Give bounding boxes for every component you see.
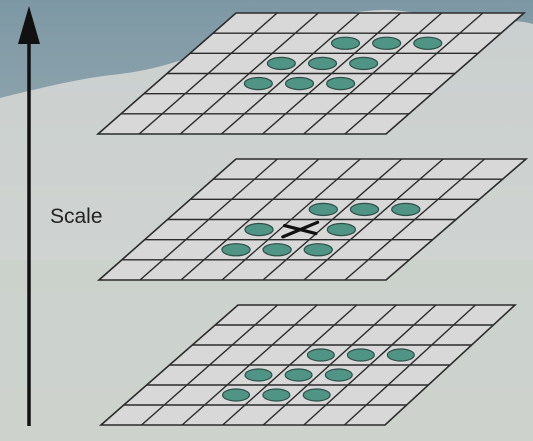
keypoint-marker [372, 36, 402, 50]
keypoint-marker [326, 222, 357, 237]
grid-column-line [262, 304, 397, 426]
grid-column-line [220, 12, 360, 135]
keypoint-marker [221, 388, 251, 402]
keypoint-marker [391, 202, 421, 217]
scale-layers [95, 12, 529, 426]
keypoint-marker [307, 56, 338, 71]
keypoint-marker [306, 348, 335, 362]
grid-column-line [179, 12, 319, 135]
layer-top [95, 12, 527, 135]
keypoint-marker [284, 368, 313, 382]
grid-column-line [141, 304, 279, 426]
keypoint-marker [349, 202, 380, 217]
layer-middle [96, 158, 529, 281]
keypoint-marker [346, 348, 375, 362]
keypoint-marker [324, 368, 353, 382]
grid-column-line [344, 158, 486, 281]
grid-column-line [303, 304, 437, 426]
scale-arrow-head [18, 6, 40, 44]
grid-column-line [138, 12, 278, 135]
grid-column-line [262, 158, 403, 281]
grid-column-line [262, 12, 402, 135]
cross-stroke [282, 223, 318, 236]
keypoint-marker [244, 368, 273, 382]
keypoint-marker [243, 76, 273, 91]
keypoint-marker [330, 36, 361, 50]
keypoint-marker [284, 76, 315, 91]
keypoint-marker [262, 243, 292, 257]
grid-column-line [139, 158, 278, 281]
keypoint-marker [386, 348, 415, 362]
scale-label: Scale [50, 205, 103, 228]
grid-column-line [303, 158, 444, 281]
scale-axis [18, 6, 40, 426]
grid-column-line [343, 304, 476, 426]
keypoint-marker [266, 56, 296, 71]
grid-column-line [221, 158, 361, 281]
keypoint-marker [221, 243, 251, 257]
center-cross-marker [281, 220, 320, 239]
keypoint-marker [302, 388, 331, 402]
layer-bottom [98, 304, 518, 426]
grid-column-line [222, 304, 358, 426]
keypoint-marker [349, 56, 379, 71]
grid-column-line [180, 158, 320, 281]
keypoint-marker [326, 76, 356, 91]
keypoint-marker [413, 36, 443, 50]
keypoint-marker [303, 243, 333, 257]
grid-column-line [303, 12, 443, 135]
grid-column-line [344, 12, 484, 135]
grid-column-line [181, 304, 318, 426]
keypoint-marker [244, 222, 274, 237]
keypoint-marker [308, 202, 338, 217]
keypoint-marker [262, 388, 291, 402]
